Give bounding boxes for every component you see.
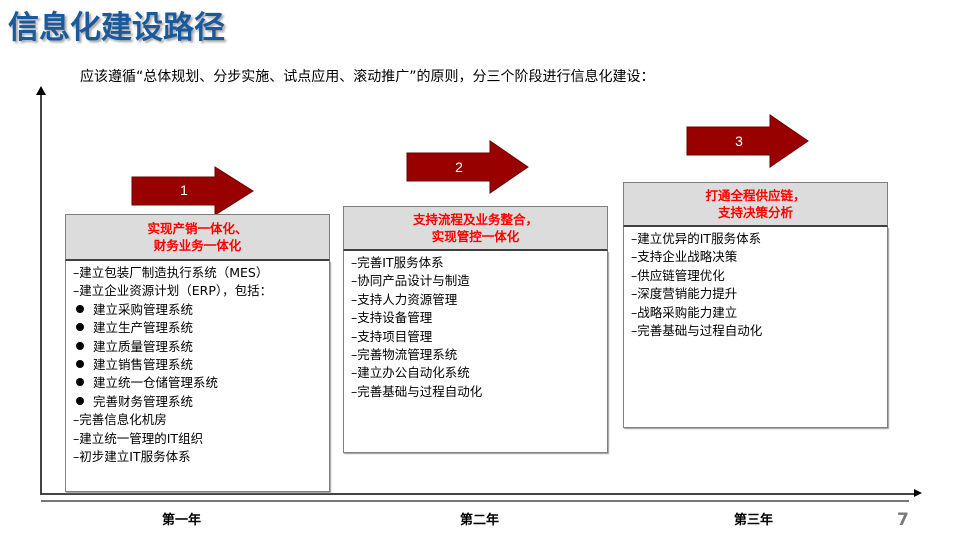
phase-3-header: 打通全程供应链， 支持决策分析 — [623, 182, 888, 227]
bullet-item-text: 建立生产管理系统 — [93, 320, 194, 336]
phase-2-item: –支持人力资源管理 — [351, 291, 458, 307]
page-subtitle: 应该遵循“总体规划、分步实施、试点应用、滚动推广”的原则，分三个阶段进行信息化建… — [80, 69, 655, 85]
phase-3-item: –供应链管理优化 — [631, 267, 725, 283]
phase-2-body: –完善IT服务体系 –协同产品设计与制造 –支持人力资源管理 –支持设备管理 –… — [343, 251, 608, 453]
phase-3-header-line-2: 支持决策分析 — [717, 205, 793, 220]
bullet-item-text: 完善财务管理系统 — [93, 393, 194, 409]
phase-3-item: –深度营销能力提升 — [631, 286, 738, 302]
year-label-2: 第二年 — [460, 513, 500, 528]
bullet-icon — [76, 341, 84, 350]
bullet-icon — [76, 323, 84, 332]
phase-2-header: 支持流程及业务整合， 实现管控一体化 — [343, 206, 608, 251]
phase-1-item: –建立包装厂制造执行系统（MES） — [73, 265, 269, 280]
phase-1-bullet-item: 建立质量管理系统 — [73, 338, 329, 356]
bullet-item-text: 建立销售管理系统 — [93, 357, 194, 373]
phase-2-header-line-1: 支持流程及业务整合， — [412, 212, 538, 227]
bullet-icon — [76, 304, 84, 313]
bullet-item-text: 建立统一仓储管理系统 — [93, 375, 219, 391]
x-axis-line — [40, 493, 916, 495]
bullet-item-text: 建立采购管理系统 — [93, 301, 194, 317]
right-arrow-icon — [406, 140, 529, 194]
phase-2-item: –完善物流管理系统 — [351, 347, 458, 363]
phase-3-header-line-1: 打通全程供应链， — [705, 188, 806, 203]
phase-1-item: –初步建立IT服务体系 — [73, 449, 191, 465]
phase-3-arrow: 3 — [686, 114, 809, 168]
phase-2-item: –支持项目管理 — [351, 328, 433, 344]
bullet-icon — [76, 396, 84, 405]
phase-1-bullet-item: 建立销售管理系统 — [73, 356, 329, 374]
phase-1-header-line-2: 财务业务一体化 — [153, 238, 242, 253]
phase-2-item: –协同产品设计与制造 — [351, 273, 470, 289]
phase-1-item: –完善信息化机房 — [73, 412, 167, 428]
phase-3-body: –建立优异的IT服务体系 –支持企业战略决策 –供应链管理优化 –深度营销能力提… — [623, 227, 888, 428]
timeline-underline — [41, 500, 909, 502]
phase-1-item: –建立企业资源计划（ERP），包括： — [73, 283, 273, 299]
phase-1-header: 实现产销一体化、 财务业务一体化 — [65, 214, 330, 261]
phase-1-header-line-1: 实现产销一体化、 — [147, 221, 248, 236]
phase-3-item: –建立优异的IT服务体系 — [631, 231, 762, 246]
year-label-1: 第一年 — [162, 513, 202, 528]
phase-3-step-number: 3 — [735, 133, 743, 149]
x-axis-arrowhead-icon — [914, 489, 922, 497]
phase-1-bullet-item: 建立生产管理系统 — [73, 319, 329, 337]
phase-2-item: –支持设备管理 — [351, 310, 433, 326]
bullet-icon — [76, 360, 84, 369]
phase-1-bullet-item: 建立统一仓储管理系统 — [73, 374, 329, 392]
phase-2-arrow: 2 — [406, 140, 529, 194]
page-title: 信息化建设路径 — [8, 10, 225, 46]
y-axis-line — [40, 92, 42, 493]
bullet-icon — [76, 378, 84, 387]
phase-1-arrow: 1 — [131, 166, 254, 216]
right-arrow-icon — [686, 114, 809, 168]
phase-2-step-number: 2 — [455, 159, 463, 175]
phase-2-item: –完善基础与过程自动化 — [351, 383, 483, 399]
phase-2-item: –完善IT服务体系 — [351, 255, 444, 270]
phase-1-item: –建立统一管理的IT组织 — [73, 430, 204, 446]
y-axis-arrowhead-icon — [36, 86, 46, 95]
phase-2-header-line-2: 实现管控一体化 — [431, 229, 520, 244]
phase-3-item: –支持企业战略决策 — [631, 249, 738, 265]
page-number: 7 — [897, 510, 909, 530]
year-label-3: 第三年 — [734, 513, 774, 528]
bullet-item-text: 建立质量管理系统 — [93, 338, 194, 354]
phase-1-step-number: 1 — [180, 182, 188, 198]
phase-3-item: –完善基础与过程自动化 — [631, 323, 763, 339]
phase-1-bullet-item: 完善财务管理系统 — [73, 393, 329, 411]
phase-2-item: –建立办公自动化系统 — [351, 365, 470, 381]
phase-3-item: –战略采购能力建立 — [631, 304, 738, 320]
phase-1-bullet-item: 建立采购管理系统 — [73, 301, 329, 319]
right-arrow-icon — [131, 166, 254, 216]
phase-1-body: –建立包装厂制造执行系统（MES） –建立企业资源计划（ERP），包括： 建立采… — [65, 261, 330, 492]
